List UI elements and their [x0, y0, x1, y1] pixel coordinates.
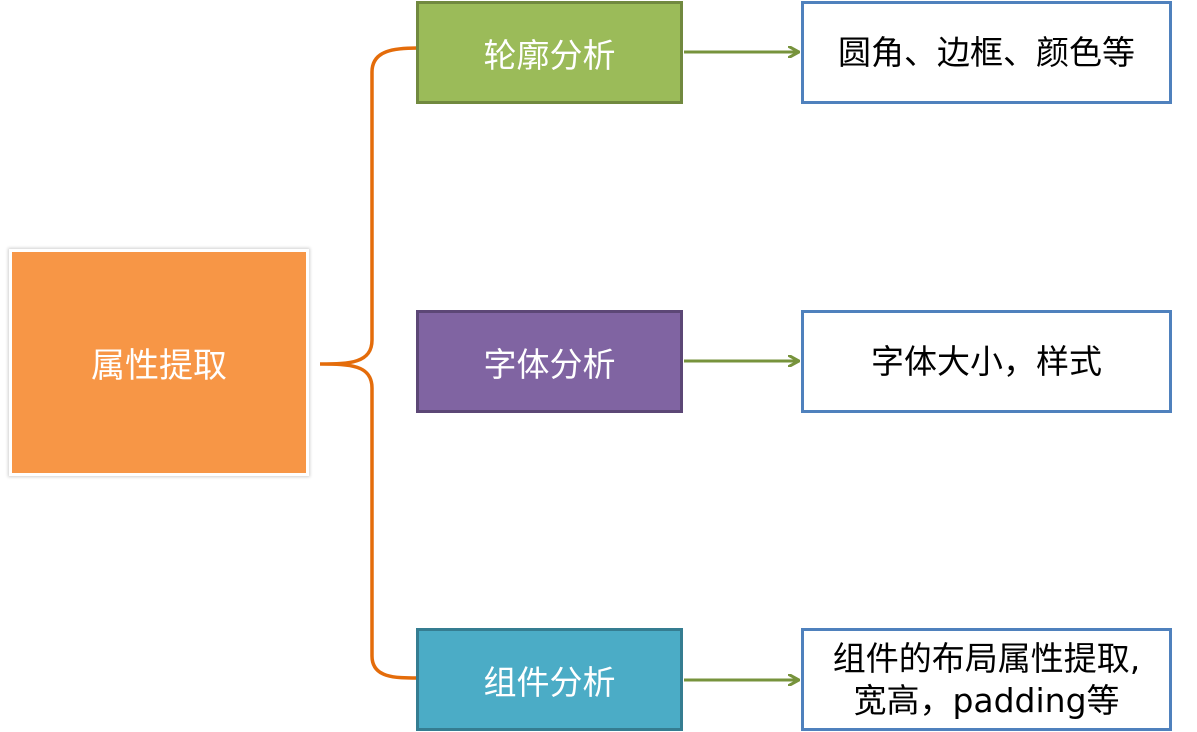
root-label: 属性提取 [91, 346, 227, 386]
component-analysis-label: 组件分析 [483, 662, 616, 702]
component-analysis-node: 组件分析 [416, 628, 683, 731]
contour-detail-node: 圆角、边框、颜色等 [801, 1, 1172, 104]
root-node: 属性提取 [9, 249, 309, 476]
contour-analysis-node: 轮廓分析 [416, 1, 683, 104]
component-detail-node: 组件的布局属性提取, 宽高，padding等 [801, 628, 1172, 731]
component-detail-line-2: 宽高，padding等 [853, 680, 1120, 720]
contour-detail-text: 圆角、边框、颜色等 [838, 32, 1135, 72]
font-analysis-label: 字体分析 [483, 344, 616, 384]
font-detail-node: 字体大小，样式 [801, 310, 1172, 413]
contour-analysis-label: 轮廓分析 [483, 35, 616, 75]
font-analysis-node: 字体分析 [416, 310, 683, 413]
bracket-connector [319, 46, 419, 680]
component-detail-line-1: 组件的布局属性提取, [832, 639, 1141, 679]
font-detail-text: 字体大小，样式 [871, 341, 1102, 381]
